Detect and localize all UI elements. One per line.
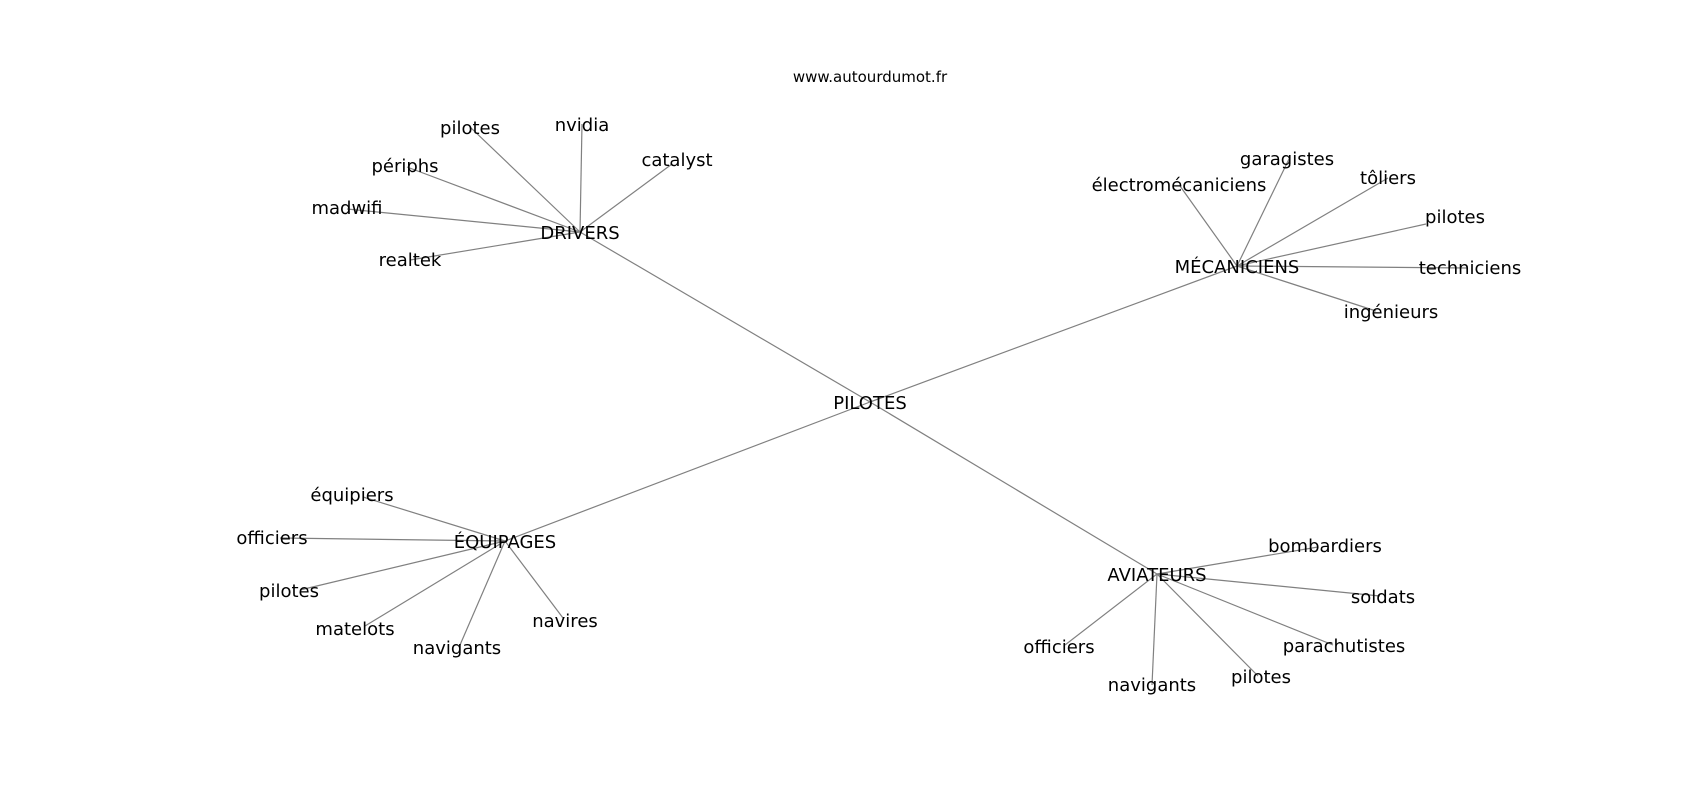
leaf-node-label: électromécaniciens — [1092, 175, 1267, 196]
source-caption: www.autourdumot.fr — [793, 68, 948, 86]
leaf-node-label: soldats — [1351, 587, 1415, 608]
edge-mecaniciens-leaf — [1236, 223, 1427, 267]
edge-aviateurs-leaf — [1064, 573, 1158, 646]
edge-root-equipages — [504, 401, 871, 542]
edge-drivers-leaf — [406, 166, 581, 233]
edge-drivers-leaf — [579, 163, 673, 233]
edge-aviateurs-leaf — [1156, 573, 1259, 677]
leaf-node-label: pilotes — [259, 581, 319, 602]
leaf-node-label: madwifi — [311, 198, 382, 219]
edge-aviateurs-leaf — [1156, 573, 1334, 646]
leaf-node-label: techniciens — [1419, 258, 1522, 279]
leaf-node-label: tôliers — [1360, 168, 1416, 189]
hub-node-mecaniciens: MÉCANICIENS — [1175, 256, 1300, 278]
leaf-node-label: bombardiers — [1268, 536, 1382, 557]
hub-node-equipages: ÉQUIPAGES — [454, 531, 556, 553]
root-node-label: PILOTES — [833, 393, 907, 414]
leaf-node-label: pilotes — [440, 118, 500, 139]
leaf-node-label: ingénieurs — [1344, 302, 1439, 323]
hub-node-aviateurs: AVIATEURS — [1107, 565, 1206, 586]
edge-aviateurs-leaf — [1156, 573, 1381, 597]
edge-drivers-leaf — [346, 208, 581, 233]
edge-root-aviateurs — [869, 401, 1158, 575]
leaf-node-label: parachutistes — [1283, 636, 1406, 657]
edge-mecaniciens-leaf — [1236, 177, 1389, 267]
edge-mecaniciens-leaf — [1179, 185, 1238, 267]
edge-mecaniciens-leaf — [1236, 265, 1377, 312]
leaf-node-label: navires — [532, 611, 598, 632]
edge-equipages-leaf — [364, 540, 506, 627]
leaf-node-label: officiers — [236, 528, 307, 549]
leaf-node-label: garagistes — [1240, 149, 1334, 170]
leaf-node-label: catalyst — [641, 150, 712, 171]
leaf-node-label: pilotes — [1425, 207, 1485, 228]
leaf-node-label: navigants — [1108, 675, 1196, 696]
edge-aviateurs-leaf — [1151, 573, 1158, 686]
leaf-node-label: équipiers — [310, 485, 393, 506]
edge-drivers-leaf — [469, 126, 581, 233]
leaf-node-label: officiers — [1023, 637, 1094, 658]
edge-equipages-leaf — [362, 496, 506, 542]
edge-mecaniciens-leaf — [1236, 265, 1468, 269]
leaf-node-label: pilotes — [1231, 667, 1291, 688]
edge-drivers-leaf — [409, 231, 581, 261]
edge-equipages-leaf — [299, 540, 506, 591]
edge-drivers-leaf — [579, 123, 583, 233]
leaf-node-label: realtek — [379, 250, 442, 271]
leaf-node-label: périphs — [371, 156, 438, 177]
edge-mecaniciens-leaf — [1236, 158, 1290, 267]
edge-aviateurs-leaf — [1156, 546, 1319, 575]
hub-node-drivers: DRIVERS — [540, 223, 619, 244]
leaf-node-label: nvidia — [555, 115, 610, 136]
edge-equipages-leaf — [504, 540, 564, 619]
leaf-node-label: matelots — [315, 619, 394, 640]
edge-root-drivers — [579, 231, 871, 403]
edge-equipages-leaf — [459, 540, 506, 646]
leaf-node-label: navigants — [413, 638, 501, 659]
edge-equipages-leaf — [279, 537, 506, 542]
edge-root-mecaniciens — [869, 265, 1238, 403]
